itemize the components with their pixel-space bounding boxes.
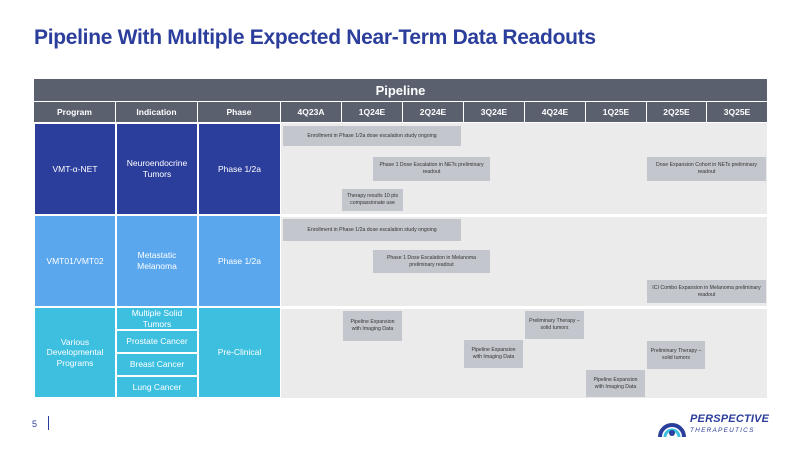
page-title: Pipeline With Multiple Expected Near-Ter… (34, 26, 596, 49)
row-divider (281, 306, 767, 309)
indication-cell: Metastatic Melanoma (116, 215, 198, 307)
program-cell: VMT01/VMT02 (34, 215, 116, 307)
header-quarter: 3Q24E (464, 102, 525, 122)
timeline-bar: Pipeline Expansion with Imaging Data (464, 340, 523, 368)
timeline-bar: Dose Expansion Cohort in NETs preliminar… (647, 157, 766, 181)
page-number: 5 (32, 419, 38, 429)
logo-mark-icon (658, 423, 686, 438)
indication-cell: Multiple Solid Tumors (116, 307, 198, 330)
header-quarter: 4Q23A (281, 102, 342, 122)
timeline-bar: Phase 1 Dose Escalation in Melanoma prel… (373, 250, 490, 273)
row-divider (281, 214, 767, 217)
header-indication: Indication (116, 102, 198, 122)
phase-cell: Pre-Clinical (198, 307, 281, 398)
timeline-bar: Enrollment in Phase 1/2a dose escalation… (283, 126, 461, 146)
program-cell: Various Developmental Programs (34, 307, 116, 398)
timeline-bar: Phase 1 Dose Escalation in NETs prelimin… (373, 157, 490, 181)
program-cell: VMT-α-NET (34, 123, 116, 215)
header-quarter: 1Q24E (342, 102, 403, 122)
indication-cell: Lung Cancer (116, 376, 198, 398)
company-logo: PERSPECTIVE THERAPEUTICS (658, 411, 773, 441)
timeline-bar: Enrollment in Phase 1/2a dose escalation… (283, 219, 461, 241)
logo-subtitle: THERAPEUTICS (690, 427, 755, 434)
timeline-bar: Preliminary Therapy – solid tumors (525, 311, 584, 339)
header-quarter: 1Q25E (586, 102, 647, 122)
logo-name: PERSPECTIVE (690, 413, 770, 425)
indication-cell: Breast Cancer (116, 353, 198, 376)
timeline-bar: Pipeline Expansion with Imaging Data (586, 370, 645, 397)
phase-cell: Phase 1/2a (198, 215, 281, 307)
indication-cell: Prostate Cancer (116, 330, 198, 353)
phase-cell: Phase 1/2a (198, 123, 281, 215)
footer-divider (48, 416, 49, 430)
timeline-bar: Pipeline Expansion with Imaging Data (343, 311, 402, 341)
timeline-bar: Preliminary Therapy – solid tumors (647, 341, 705, 369)
header-quarter: 2Q24E (403, 102, 464, 122)
pipeline-table: Pipeline Program Indication Phase 4Q23A … (34, 79, 767, 398)
header-program: Program (34, 102, 116, 122)
pipeline-banner: Pipeline (34, 79, 767, 101)
header-phase: Phase (198, 102, 281, 122)
header-quarter: 3Q25E (707, 102, 767, 122)
indication-cell: Neuroendocrine Tumors (116, 123, 198, 215)
header-quarter: 4Q24E (525, 102, 586, 122)
timeline-bar: ICI Combo Expansion in Melanoma prelimin… (647, 280, 766, 303)
timeline-bar: Therapy results 10 pts compassionate use (342, 189, 403, 211)
header-quarter: 2Q25E (647, 102, 707, 122)
